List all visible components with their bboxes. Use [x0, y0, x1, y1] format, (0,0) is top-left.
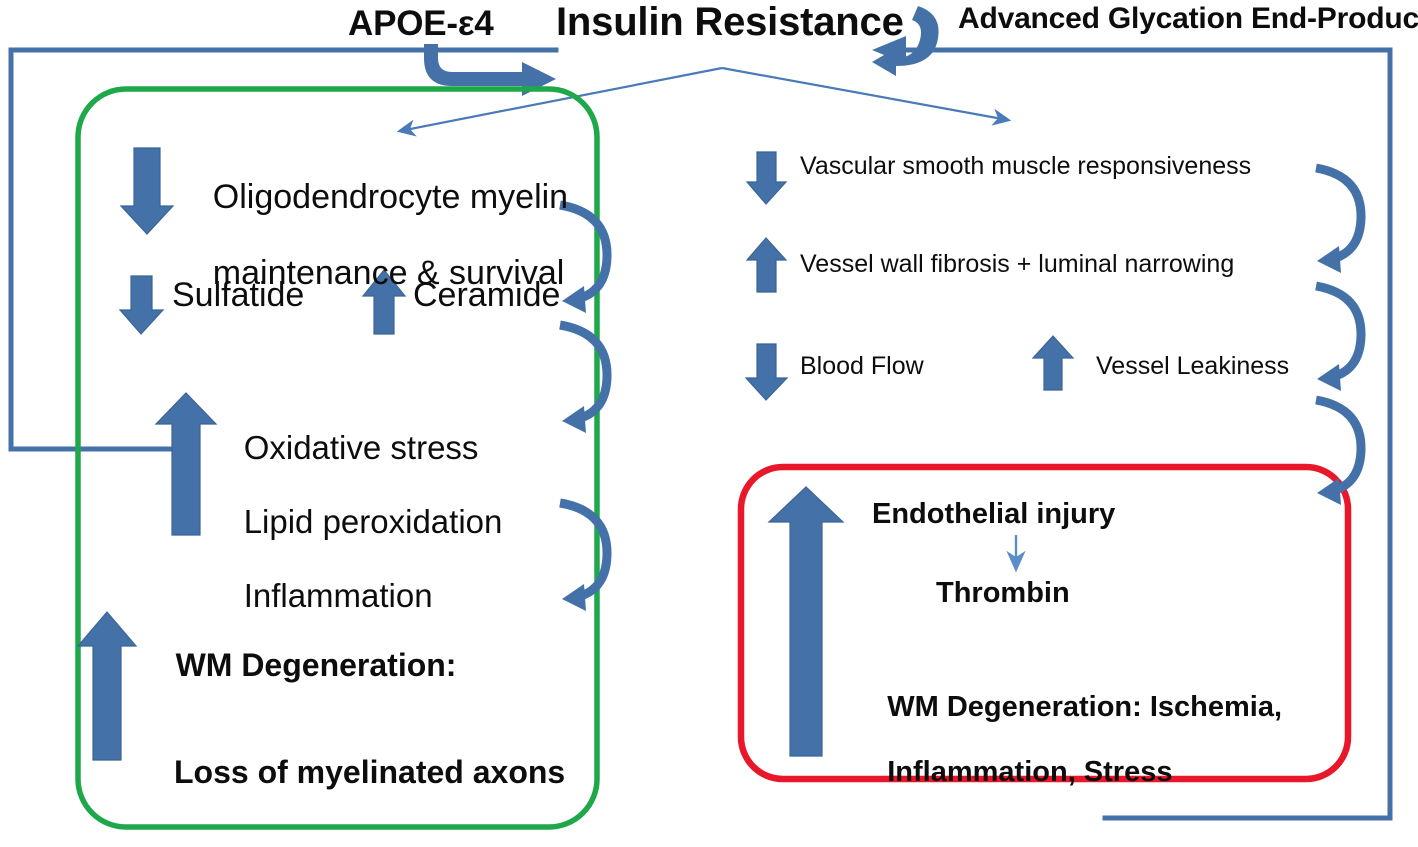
- curved-arrow-right-1: [1315, 163, 1366, 273]
- node-wm-degeneration-ischemia: WM Degeneration: Ischemia, Inflammation,…: [855, 659, 1282, 821]
- curved-arrow-left-3: [559, 498, 612, 611]
- node-apoe-e4: APOE-ε4: [348, 4, 494, 43]
- branch-arrow-right: [721, 66, 1012, 126]
- up-arrow-wm-degeneration-icon: [76, 611, 138, 761]
- node-thrombin: Thrombin: [936, 577, 1070, 609]
- node-sulfatide: Sulfatide: [172, 276, 305, 314]
- branch-arrow-left: [396, 66, 723, 137]
- wm-ischemia-line-2: Inflammation, Stress: [887, 756, 1173, 789]
- node-oligodendrocyte-myelin: Oligodendrocyte myelin maintenance & sur…: [175, 140, 568, 330]
- curved-arrow-left-2: [559, 320, 612, 433]
- wm-ischemia-line-1: WM Degeneration: Ischemia,: [887, 691, 1283, 724]
- down-arrow-blood-flow-icon: [744, 343, 789, 401]
- node-ceramide: Ceramide: [413, 276, 561, 314]
- down-arrow-vascular-smooth-muscle-icon: [745, 151, 788, 205]
- down-arrow-oligodendrocyte-icon: [119, 147, 175, 235]
- down-arrow-sulfatide-icon: [118, 275, 165, 335]
- wm-degeneration-heading: WM Degeneration:: [175, 646, 457, 683]
- node-wm-degeneration-left: WM Degeneration: Loss of myelinated axon…: [140, 612, 565, 847]
- up-arrow-endothelial-injury-icon: [767, 486, 845, 757]
- apoe-elbow-arrow-icon: [424, 44, 556, 96]
- lipid-peroxidation-line: Lipid peroxidation: [243, 502, 503, 540]
- wm-loss-of-myelinated-axons: Loss of myelinated axons: [174, 754, 566, 791]
- node-insulin-resistance: Insulin Resistance: [556, 0, 904, 44]
- inflammation-line: Inflammation: [243, 576, 433, 614]
- node-oxidative-stress-group: Oxidative stress Lipid peroxidation Infl…: [207, 393, 503, 652]
- node-vascular-smooth-muscle-responsiveness: Vascular smooth muscle responsiveness: [800, 152, 1252, 180]
- oligodendrocyte-line-1: Oligodendrocyte myelin: [212, 178, 569, 217]
- node-endothelial-injury: Endothelial injury: [872, 498, 1116, 530]
- curved-arrow-right-2: [1315, 281, 1366, 391]
- node-vessel-leakiness: Vessel Leakiness: [1096, 352, 1290, 380]
- oligodendrocyte-line-2: maintenance & survival: [212, 254, 565, 293]
- up-arrow-vessel-wall-fibrosis-icon: [745, 237, 788, 293]
- node-blood-flow: Blood Flow: [800, 352, 924, 380]
- oxidative-stress-line: Oxidative stress: [243, 428, 479, 466]
- up-arrow-vessel-leakiness-icon: [1031, 335, 1075, 391]
- node-vessel-wall-fibrosis: Vessel wall fibrosis + luminal narrowing: [800, 250, 1235, 278]
- curved-arrow-right-3: [1315, 395, 1366, 505]
- node-advanced-glycation-end-products: Advanced Glycation End-Products: [958, 2, 1418, 35]
